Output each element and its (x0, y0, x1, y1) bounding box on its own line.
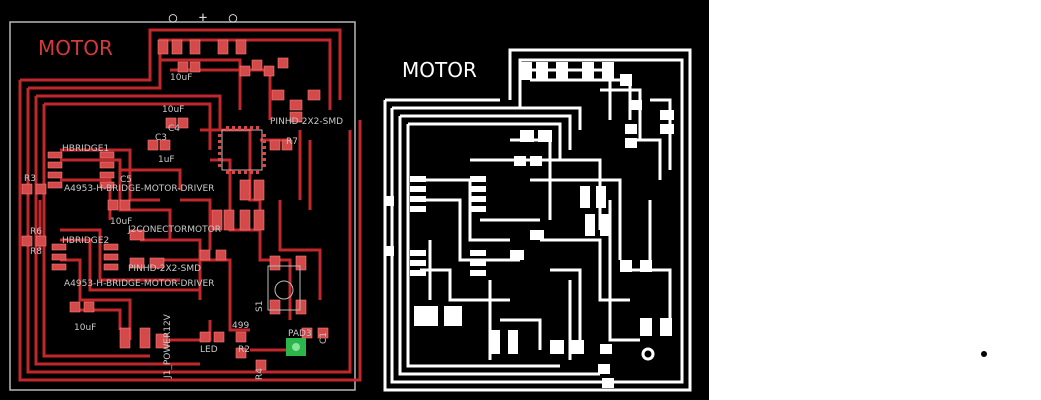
label-1uf: 1uF (158, 155, 175, 165)
microcontroller-chip (218, 126, 266, 174)
white-pads (384, 62, 674, 388)
red-pads (21, 39, 329, 371)
label-c4: C4 (168, 124, 180, 134)
label-hbridge1: HBRIDGE1 (62, 144, 109, 154)
switch-s1 (267, 265, 301, 311)
outline-canvas[interactable] (709, 0, 1041, 400)
label-r8: R8 (30, 247, 42, 257)
top-mark-right: ○ (229, 10, 238, 26)
label-10uf-c4: 10uF (162, 105, 184, 115)
drill-hole-dot (981, 351, 987, 357)
top-mark-center: + (199, 10, 207, 26)
label-pinhd-mid: PINHD-2X2-SMD (128, 264, 201, 274)
green-pad (286, 338, 306, 356)
label-hbridge2: HBRIDGE2 (62, 236, 109, 246)
label-c3: C3 (155, 133, 167, 143)
mount-hole (641, 347, 655, 361)
label-10uf-c5: 10uF (110, 217, 132, 227)
label-a4953-2: A4953-H-BRIDGE-MOTOR-DRIVER (64, 279, 214, 289)
outline-view-panel[interactable] (709, 0, 1041, 400)
label-j2: J2CONECTORMOTOR (127, 225, 221, 235)
white-traces (383, 48, 692, 392)
label-j1: J1_POWER12V (163, 313, 173, 379)
label-499: 499 (232, 321, 249, 331)
board-title-traces: MOTOR (402, 58, 477, 82)
traces-view-panel[interactable]: MOTOR (370, 0, 705, 400)
label-c5: C5 (120, 175, 132, 185)
label-pad3: PAD3 (288, 329, 312, 339)
traces-canvas[interactable]: MOTOR (370, 0, 705, 400)
label-r7: R7 (286, 137, 298, 147)
label-r3: R3 (24, 174, 36, 184)
label-r6: R6 (30, 227, 42, 237)
label-led: LED (200, 345, 218, 355)
label-10uf-top: 10uF (170, 73, 192, 83)
board-outline (9, 21, 356, 391)
label-pinhd-top: PINHD-2X2-SMD (270, 117, 343, 127)
label-r2: R2 (238, 345, 250, 355)
layout-view-panel[interactable]: ○ + ○ (0, 0, 370, 400)
label-10uf-bottom: 10uF (74, 323, 96, 333)
label-s1: S1 (255, 301, 265, 312)
top-mark-left: ○ (169, 10, 178, 26)
label-c1: C1 (319, 332, 329, 344)
layout-canvas[interactable]: ○ + ○ (0, 0, 370, 400)
board-title-layout: MOTOR (38, 36, 113, 60)
label-a4953-1: A4953-H-BRIDGE-MOTOR-DRIVER (64, 184, 214, 194)
label-r4: R4 (255, 368, 265, 380)
